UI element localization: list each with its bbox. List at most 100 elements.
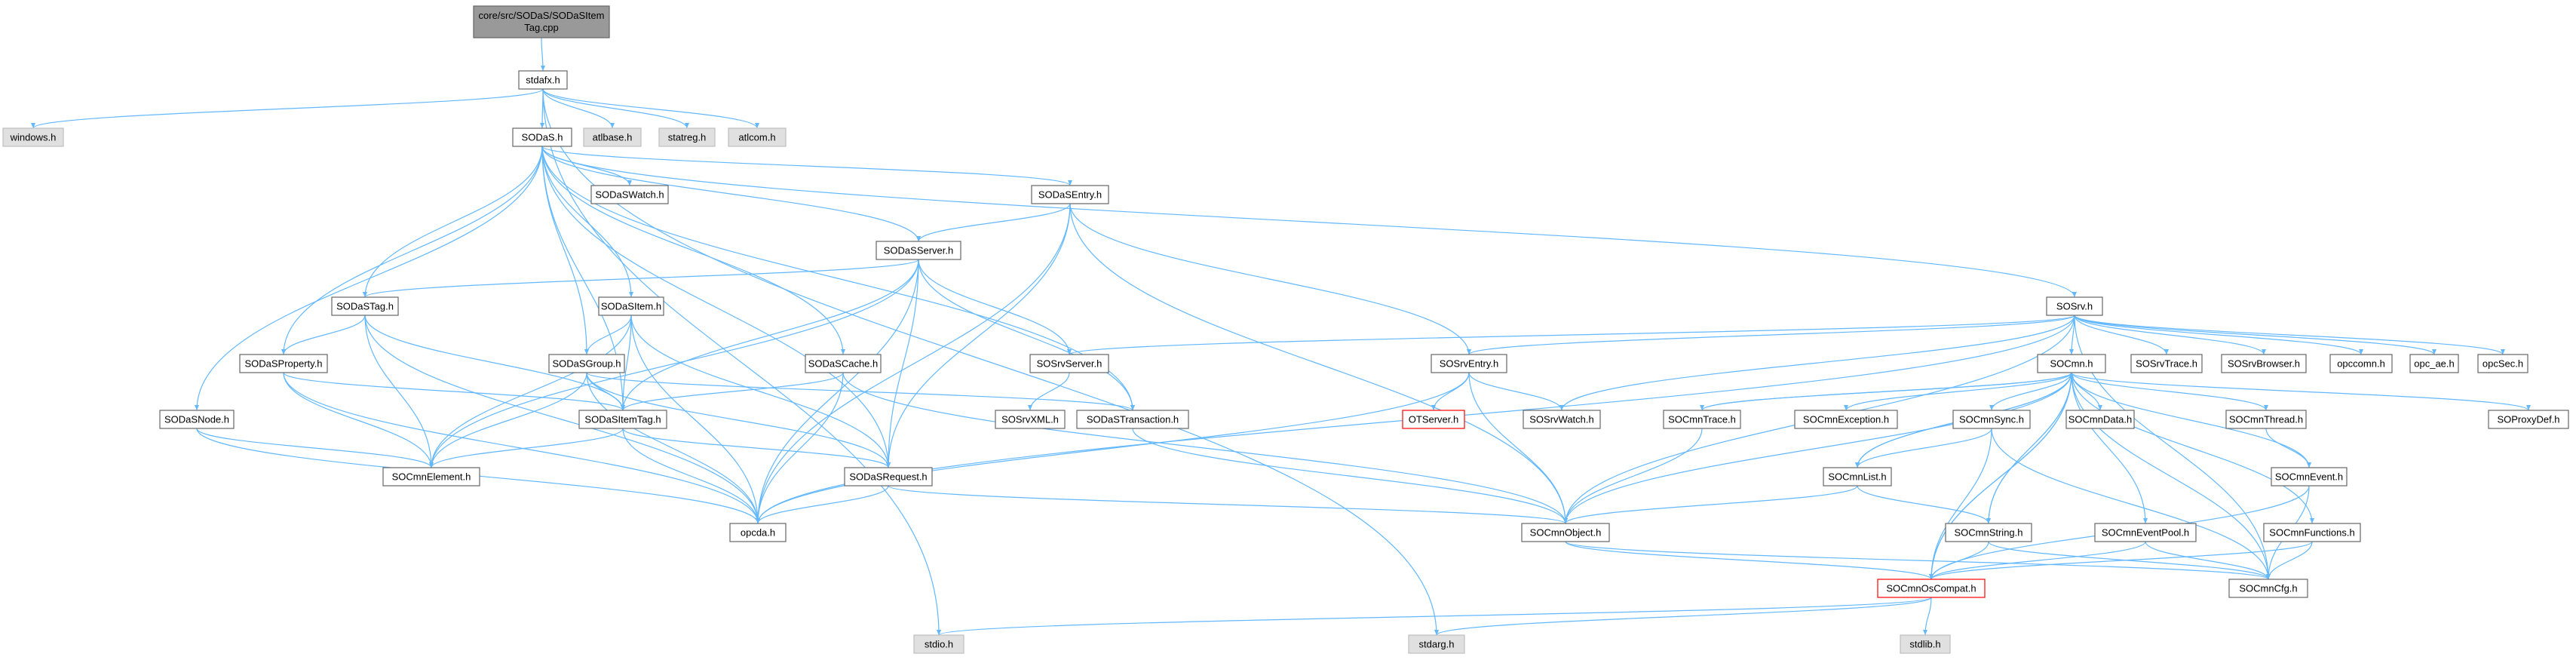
node-opc-ae-h[interactable]: opc_ae.h	[2409, 354, 2459, 373]
node-box	[2221, 354, 2307, 373]
edge-sodasentry-to-sosrventry	[1069, 203, 1471, 355]
node-sodasitemtag-h[interactable]: SODaSItemTag.h	[578, 410, 667, 429]
node-label: SOCmnTrace.h	[1668, 414, 1736, 425]
node-box	[2263, 523, 2361, 542]
node-sodaswatch-h[interactable]: SODaSWatch.h	[590, 185, 669, 204]
edge-socmnsync-to-socmncfg	[1991, 428, 2271, 580]
node-label: SODaSProperty.h	[244, 358, 322, 370]
edge-sodasitem-to-sodasrequest	[630, 315, 891, 468]
node-sodastransaction-h[interactable]: SODaSTransaction.h	[1076, 410, 1189, 429]
node-label: SOSrvServer.h	[1037, 358, 1102, 370]
node-socmnstring-h[interactable]: SOCmnString.h	[1945, 523, 2032, 542]
node-socmnthread-h[interactable]: SOCmnThread.h	[2225, 410, 2307, 429]
node-socmnoscompat-h[interactable]: SOCmnOsCompat.h	[1877, 579, 1986, 598]
node-sodasnode-h[interactable]: SODaSNode.h	[159, 410, 235, 429]
node-sosrventry-h[interactable]: SOSrvEntry.h	[1431, 354, 1507, 373]
node-label: opccomn.h	[2337, 358, 2385, 370]
edge-sodasserver-to-sodasitemtag	[621, 259, 919, 411]
node-box	[548, 354, 625, 373]
node-sodasgroup-h[interactable]: SODaSGroup.h	[548, 354, 625, 373]
node-opccomn-h[interactable]: opccomn.h	[2329, 354, 2393, 373]
node-socmndata-h[interactable]: SOCmnData.h	[2065, 410, 2135, 429]
node-label: SOCmnObject.h	[1530, 527, 1602, 539]
node-stdlib-h: stdlib.h	[1900, 634, 1951, 654]
node-box	[1794, 410, 1898, 429]
node-socmnlist-h[interactable]: SOCmnList.h	[1823, 467, 1892, 487]
node-label: SODaSItem.h	[601, 301, 661, 312]
node-box	[382, 467, 480, 487]
node-sosrvwatch-h[interactable]: SOSrvWatch.h	[1523, 410, 1601, 429]
node-label: SOCmnFunctions.h	[2269, 527, 2354, 539]
node-label: SODaSItemTag.h	[584, 414, 661, 425]
edge-socmnsync-to-socmnoscompat	[1929, 428, 1992, 580]
edge-sodasrequest-to-opcda	[756, 485, 889, 524]
edge-sodasserver-to-socmnelement	[429, 259, 919, 468]
node-sosrvxml-h[interactable]: SOSrvXML.h	[995, 410, 1066, 429]
edge-socmnfunctions-to-socmncfg	[2266, 541, 2313, 580]
node-label: statreg.h	[668, 132, 707, 143]
node-sodasserver-h[interactable]: SODaSServer.h	[876, 241, 961, 260]
node-label: SODaSCache.h	[808, 358, 879, 370]
node-label: SOCmnEventPool.h	[2102, 527, 2189, 539]
edge-stdafx-to-atlcom	[542, 88, 759, 129]
edge-sosrv-to-sosrvserver	[1067, 315, 2075, 355]
node-sosrvserver-h[interactable]: SOSrvServer.h	[1029, 354, 1109, 373]
edge-sodas-to-sodastag	[363, 146, 543, 298]
node-sosrvtrace-h[interactable]: SOSrvTrace.h	[2130, 354, 2203, 373]
node-socmn-h[interactable]: SOCmn.h	[2037, 354, 2106, 373]
node-soproxydef-h[interactable]: SOProxyDef.h	[2488, 410, 2569, 429]
node-socmnelement-h[interactable]: SOCmnElement.h	[382, 467, 480, 487]
node-socmnfunctions-h[interactable]: SOCmnFunctions.h	[2263, 523, 2361, 542]
node-box	[2271, 467, 2348, 487]
edge-sodas-to-sodasitem	[541, 146, 633, 298]
node-sodasitem-h[interactable]: SODaSItem.h	[598, 296, 664, 316]
node-sodastag-h[interactable]: SODaSTag.h	[331, 296, 399, 316]
edge-sodasnode-to-socmnelement	[196, 428, 434, 468]
node-box	[805, 354, 882, 373]
node-label: SOSrvEntry.h	[1440, 358, 1499, 370]
node-socmneventpool-h[interactable]: SOCmnEventPool.h	[2094, 523, 2197, 542]
node-sodascache-h[interactable]: SODaSCache.h	[805, 354, 882, 373]
edge-socmntrace-to-socmn	[1701, 372, 2074, 411]
edge-sodasserver-to-sodastransaction	[918, 259, 1135, 411]
edge-sodascache-to-socmnobject	[842, 372, 1568, 524]
edge-socmn-to-socmnexception	[1844, 372, 2072, 411]
node-socmnsync-h[interactable]: SOCmnSync.h	[1952, 410, 2031, 429]
node-sodasentry-h[interactable]: SODaSEntry.h	[1031, 185, 1109, 204]
edge-sosrv-to-sosrventry	[1467, 315, 2075, 355]
edge-sodas-to-sodasnode	[195, 146, 543, 411]
edge-sodasitem-to-sodasitemtag	[621, 315, 632, 411]
node-sodasproperty-h[interactable]: SODaSProperty.h	[239, 354, 328, 373]
edge-sodas-to-sodascache	[541, 146, 845, 355]
node-stdafx-h[interactable]: stdafx.h	[518, 70, 568, 90]
node-socmnexception-h[interactable]: SOCmnException.h	[1794, 410, 1898, 429]
node-label: SOSrv.h	[2056, 301, 2093, 312]
node-sodasrequest-h[interactable]: SODaSRequest.h	[844, 467, 933, 487]
node-label: SODaSNode.h	[164, 414, 229, 425]
edge-socmnlist-to-socmnstring	[1857, 485, 1991, 524]
node-socmnobject-h[interactable]: SOCmnObject.h	[1521, 523, 1610, 542]
node-box	[2477, 354, 2528, 373]
node-socmncfg-h[interactable]: SOCmnCfg.h	[2228, 579, 2308, 598]
edge-socmntrace-to-socmnobject	[1563, 428, 1703, 524]
node-opcsec-h[interactable]: opcSec.h	[2477, 354, 2528, 373]
node-otserver-h[interactable]: OTServer.h	[1402, 410, 1465, 429]
node-label: SOCmnString.h	[1954, 527, 2022, 539]
node-label: atlcom.h	[738, 132, 775, 143]
node-opcda-h[interactable]: opcda.h	[729, 523, 787, 542]
node-sosrvbrowser-h[interactable]: SOSrvBrowser.h	[2221, 354, 2307, 373]
node-socmntrace-h[interactable]: SOCmnTrace.h	[1663, 410, 1741, 429]
node-label: SOCmnCfg.h	[2239, 583, 2297, 594]
node-box	[2409, 354, 2459, 373]
node-socmnevent-h[interactable]: SOCmnEvent.h	[2271, 467, 2348, 487]
node-label: SOCmnEvent.h	[2275, 471, 2343, 483]
node-sosrv-h[interactable]: SOSrv.h	[2046, 296, 2103, 316]
edge-sosrv-to-sosrvtrace	[2074, 315, 2169, 355]
edge-sodastag-to-sodasproperty	[281, 315, 366, 355]
node-box	[239, 354, 328, 373]
node-label: OTServer.h	[1409, 414, 1458, 425]
node-sodas-h[interactable]: SODaS.h	[512, 127, 572, 147]
node-box	[1076, 410, 1189, 429]
